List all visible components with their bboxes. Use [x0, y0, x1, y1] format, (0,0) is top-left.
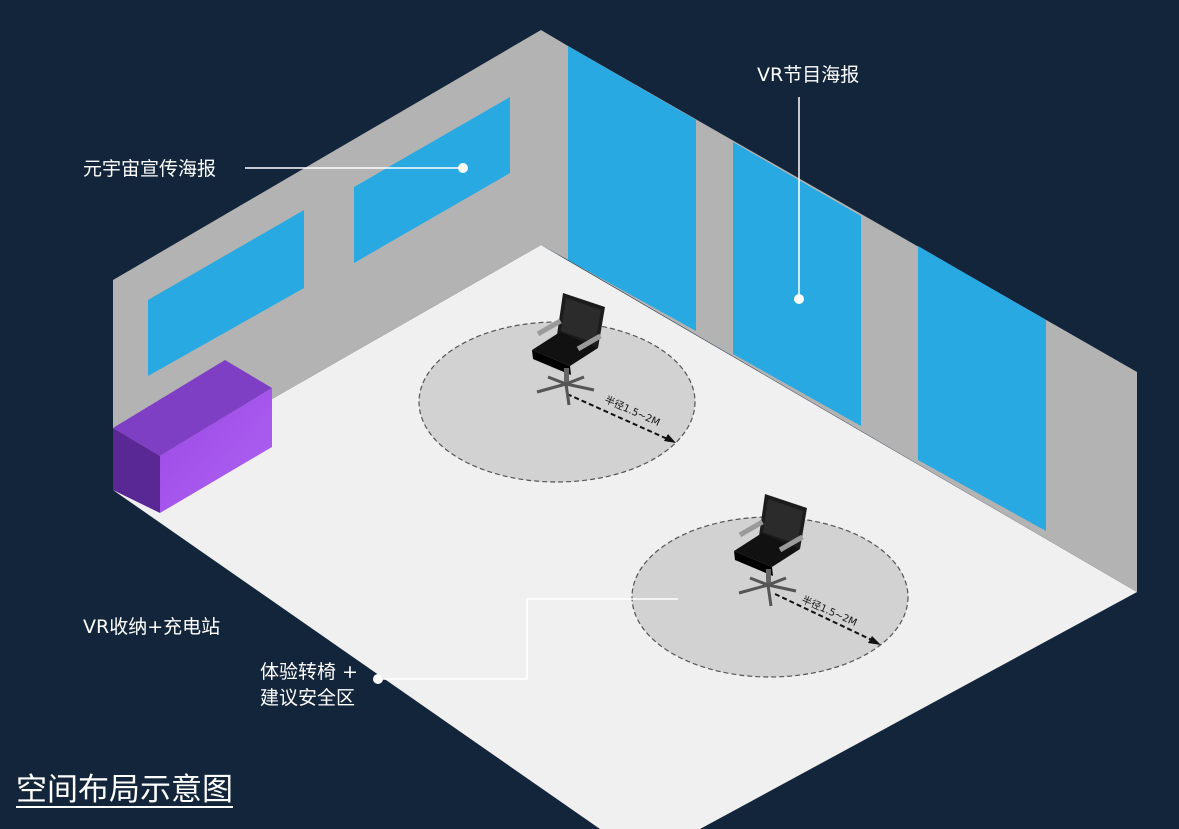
callout-chair-zone	[373, 598, 678, 684]
vr-program-poster-label: VR节目海报	[757, 64, 860, 86]
metaverse-poster-label: 元宇宙宣传海报	[83, 158, 217, 180]
callout-metaverse-poster	[245, 163, 468, 173]
safety-zone-1: 半径1.5~2M	[418, 321, 696, 483]
metaverse-poster-left	[148, 210, 304, 376]
swivel-chair-zone-label: 体验转椅 + 建议安全区	[260, 661, 358, 709]
page-title: 空间布局示意图	[16, 772, 233, 808]
callout-vr-poster	[794, 97, 804, 304]
vr-charging-station-label: VR收纳+充电站	[83, 616, 221, 638]
swivel-chair-1	[532, 293, 605, 406]
vr-poster-1	[568, 46, 696, 331]
vr-charging-station	[113, 360, 272, 513]
vr-poster-2	[733, 142, 861, 426]
vr-poster-3	[918, 246, 1046, 531]
swivel-chair-2	[734, 494, 807, 607]
metaverse-poster-right	[354, 97, 510, 263]
floor	[113, 245, 1137, 829]
